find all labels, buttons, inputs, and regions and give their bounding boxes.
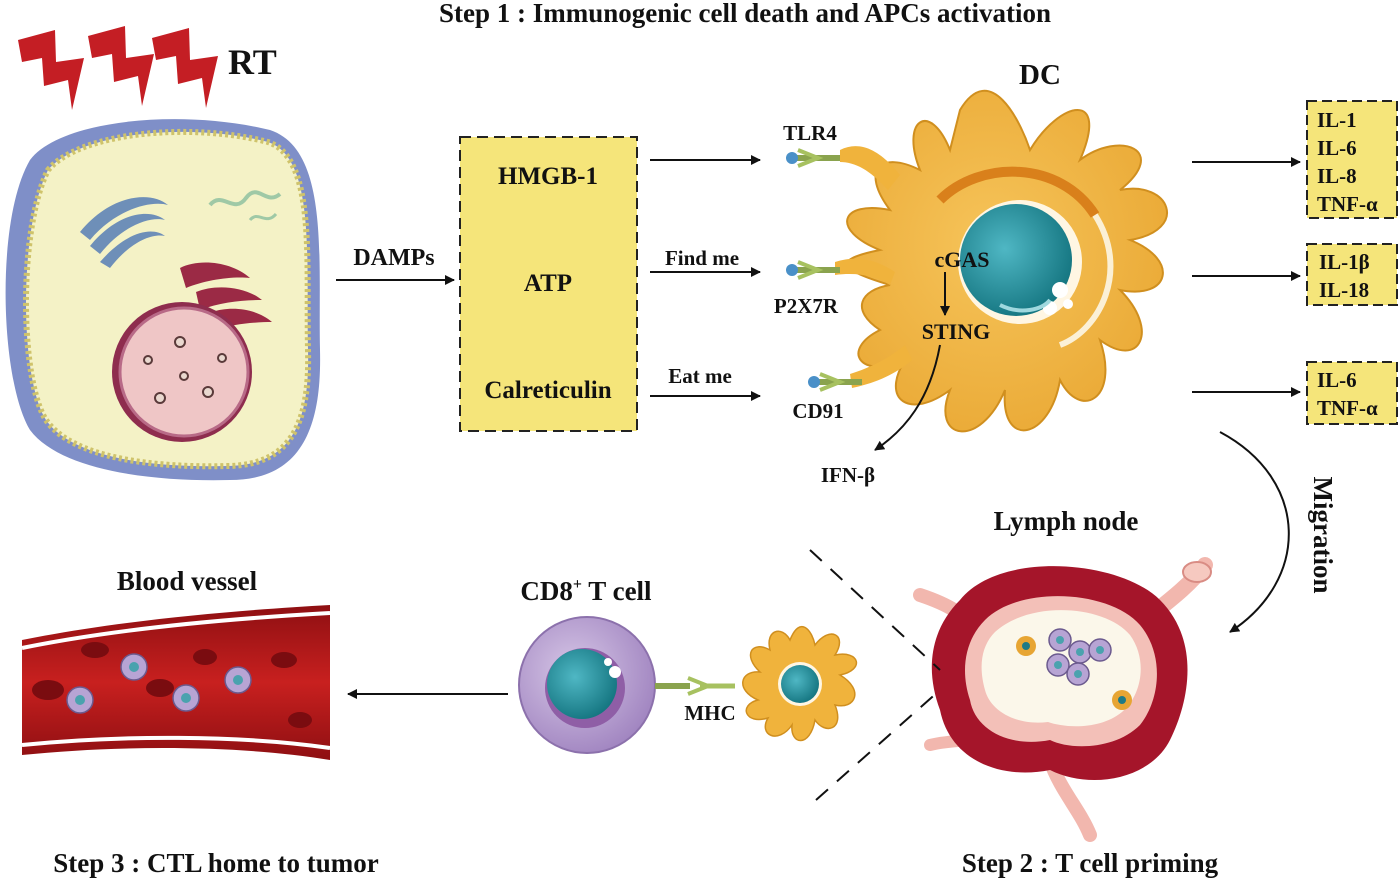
small-dc-icon	[742, 625, 858, 742]
cytokine-1-item-0: IL-1	[1317, 108, 1357, 132]
eat-me-label: Eat me	[668, 364, 732, 388]
cytokine-1-item-1: IL-6	[1317, 136, 1357, 160]
ifn-arrow	[874, 344, 941, 451]
rt-label: RT	[228, 42, 277, 82]
cytokine-1-item-2: IL-8	[1317, 164, 1357, 188]
step3-title: Step 3 : CTL home to tumor	[53, 848, 379, 878]
dendritic-cell-icon	[835, 90, 1168, 433]
damps-item-atp: ATP	[524, 270, 572, 297]
cd8-label: CD8+ T cell	[520, 576, 652, 606]
mhc-label: MHC	[684, 701, 735, 725]
zoom-lines	[809, 549, 941, 801]
blood-vessel-label: Blood vessel	[117, 566, 258, 596]
migration-label: Migration	[1308, 477, 1338, 594]
ifn-label: IFN-β	[821, 463, 875, 487]
cytokine-box-2	[1306, 243, 1398, 306]
receptor-icon	[655, 676, 735, 696]
dc-label: DC	[1019, 59, 1061, 91]
lightning-bolt-icon	[18, 26, 218, 110]
cytokine-box-1	[1306, 100, 1398, 219]
cytokine-2-item-1: IL-18	[1319, 278, 1369, 302]
blood-vessel-icon	[21, 605, 331, 760]
damps-item-calreticulin: Calreticulin	[484, 377, 611, 404]
lymph-node-icon	[913, 557, 1213, 842]
cytokine-box-3	[1306, 361, 1398, 425]
cytokine-1-item-3: TNF-α	[1317, 192, 1378, 216]
damps-label: DAMPs	[353, 245, 434, 271]
tlr4-label: TLR4	[783, 121, 837, 145]
cd91-label: CD91	[792, 399, 843, 423]
damps-box	[459, 136, 638, 432]
migration-arrow	[1219, 431, 1290, 633]
step1-title: Step 1 : Immunogenic cell death and APCs…	[439, 0, 1051, 28]
step2-title: Step 2 : T cell priming	[962, 848, 1219, 878]
tumor-cell-icon	[5, 119, 321, 481]
receptor-icon	[786, 148, 862, 392]
cytokine-2-item-0: IL-1β	[1319, 250, 1370, 274]
sting-label: STING	[922, 319, 990, 344]
p2x7r-label: P2X7R	[774, 294, 839, 318]
cgas-label: cGAS	[935, 247, 990, 272]
lymph-node-label: Lymph node	[994, 506, 1139, 536]
damps-item-hmgb1: HMGB-1	[498, 163, 598, 190]
cytokine-3-item-0: IL-6	[1317, 368, 1357, 392]
cytokine-3-item-1: TNF-α	[1317, 396, 1378, 420]
find-me-label: Find me	[665, 246, 739, 270]
t-cell-icon	[518, 616, 656, 754]
